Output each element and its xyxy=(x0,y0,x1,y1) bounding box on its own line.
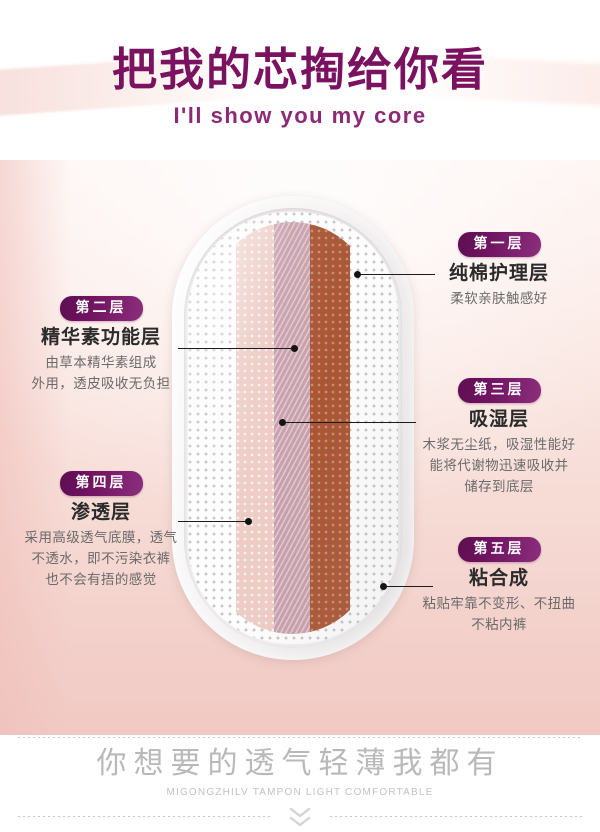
leader-dot-4 xyxy=(245,518,252,525)
footer-divider-top xyxy=(18,737,582,738)
leader-line-5 xyxy=(383,586,433,587)
page-header: 把我的芯掏给你看 I'll show you my core xyxy=(0,0,600,160)
product-illustration xyxy=(168,192,418,664)
leader-line-3 xyxy=(282,422,416,423)
title-layer-5: 粘合成 xyxy=(468,567,529,589)
callout-layer-2: 第二层 精华素功能层 由草本精华素组成 外用，透皮吸收无负担 xyxy=(2,296,200,395)
desc-line: 由草本精华素组成 xyxy=(45,355,157,371)
leader-dot-3 xyxy=(279,419,286,426)
badge-layer-3: 第三层 xyxy=(457,378,541,403)
page-title: 把我的芯掏给你看 xyxy=(111,44,488,95)
core-layer-absorbent xyxy=(310,222,350,634)
desc-layer-2: 由草本精华素组成 外用，透皮吸收无负担 xyxy=(2,353,200,395)
desc-line: 不粘内裤 xyxy=(471,617,527,633)
badge-layer-2: 第二层 xyxy=(59,296,143,321)
essence-texture xyxy=(274,222,310,634)
desc-layer-3: 木浆无尘纸，吸湿性能好 能将代谢物迅速吸收并 储存到底层 xyxy=(400,435,598,498)
desc-line: 外用，透皮吸收无负担 xyxy=(31,376,171,392)
desc-line: 不透水，即不污染衣裤 xyxy=(31,551,171,567)
title-layer-2: 精华素功能层 xyxy=(40,326,161,348)
desc-line: 粘贴牢靠不变形、不扭曲 xyxy=(422,596,576,612)
pad-core-clip xyxy=(210,222,374,634)
footer-subheadline: MIGONGZHILV TAMPON LIGHT COMFORTABLE xyxy=(166,787,434,798)
leader-dot-1 xyxy=(354,271,361,278)
absorbent-texture xyxy=(310,222,350,634)
core-layer-essence xyxy=(274,222,310,634)
callout-layer-5: 第五层 粘合成 粘贴牢靠不变形、不扭曲 不粘内裤 xyxy=(400,537,598,636)
footer-divider-left xyxy=(18,816,270,817)
double-chevron-down-icon xyxy=(285,807,315,829)
badge-layer-4: 第四层 xyxy=(59,471,143,496)
desc-layer-4: 采用高级透气底膜，透气 不透水，即不污染衣裤 也不会有捂的感觉 xyxy=(2,528,200,591)
desc-layer-5: 粘贴牢靠不变形、不扭曲 不粘内裤 xyxy=(400,594,598,636)
leader-dot-2 xyxy=(291,345,298,352)
title-layer-4: 渗透层 xyxy=(70,501,131,523)
callout-layer-3: 第三层 吸湿层 木浆无尘纸，吸湿性能好 能将代谢物迅速吸收并 储存到底层 xyxy=(400,378,598,498)
desc-layer-1: 柔软亲肤触感好 xyxy=(400,289,598,310)
desc-line: 储存到底层 xyxy=(464,479,534,495)
badge-layer-1: 第一层 xyxy=(457,232,541,257)
pad-core-layers xyxy=(210,222,374,634)
leader-dot-5 xyxy=(380,583,387,590)
title-layer-1: 纯棉护理层 xyxy=(448,262,549,284)
desc-line: 也不会有捂的感觉 xyxy=(45,572,157,588)
core-layer-cotton xyxy=(236,222,274,634)
callout-layer-4: 第四层 渗透层 采用高级透气底膜，透气 不透水，即不污染衣裤 也不会有捂的感觉 xyxy=(2,471,200,591)
desc-line: 能将代谢物迅速吸收并 xyxy=(429,458,569,474)
desc-line: 柔软亲肤触感好 xyxy=(450,291,548,307)
title-layer-3: 吸湿层 xyxy=(468,408,529,430)
leader-line-4 xyxy=(178,521,248,522)
footer-divider-right xyxy=(330,816,582,817)
pad-mesh-surface xyxy=(188,212,398,644)
leader-line-1 xyxy=(357,274,435,275)
footer-headline: 你想要的透气轻薄我都有 xyxy=(96,747,504,780)
leader-line-2 xyxy=(178,348,294,349)
cotton-texture xyxy=(236,222,274,634)
desc-line: 采用高级透气底膜，透气 xyxy=(24,530,178,546)
callout-layer-1: 第一层 纯棉护理层 柔软亲肤触感好 xyxy=(400,232,598,310)
page-footer: 你想要的透气轻薄我都有 MIGONGZHILV TAMPON LIGHT COM… xyxy=(0,735,600,832)
page-subtitle: I'll show you my core xyxy=(173,103,427,128)
desc-line: 木浆无尘纸，吸湿性能好 xyxy=(422,437,576,453)
badge-layer-5: 第五层 xyxy=(457,537,541,562)
